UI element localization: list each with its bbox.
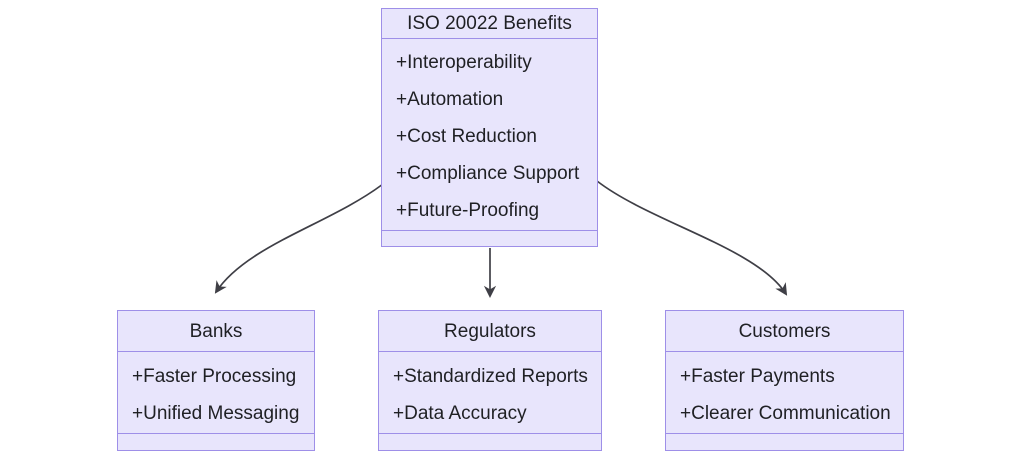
attribute-item: +Automation [396, 89, 504, 110]
attribute-item: +Future-Proofing [396, 200, 540, 221]
class-node-methods [382, 231, 597, 246]
class-node-methods [379, 434, 601, 450]
attribute-item: +Clearer Communication [680, 403, 891, 424]
class-node-attributes: +Faster Processing +Unified Messaging [118, 352, 314, 434]
class-node-attributes: +Interoperability +Automation +Cost Redu… [382, 39, 597, 231]
class-node-attributes: +Faster Payments +Clearer Communication [666, 352, 903, 434]
edge-root-to-customers [596, 180, 788, 296]
attribute-item: +Faster Payments [680, 366, 835, 387]
class-node-title: Banks [118, 311, 314, 352]
class-node-banks[interactable]: Banks +Faster Processing +Unified Messag… [117, 310, 315, 451]
class-node-methods [118, 434, 314, 450]
class-node-title: Regulators [379, 311, 601, 352]
class-node-methods [666, 434, 903, 450]
class-node-regulators[interactable]: Regulators +Standardized Reports +Data A… [378, 310, 602, 451]
attribute-item: +Interoperability [396, 52, 532, 73]
attribute-item: +Unified Messaging [132, 403, 300, 424]
class-node-title: Customers [666, 311, 903, 352]
attribute-item: +Faster Processing [132, 366, 297, 387]
class-node-iso-20022-benefits[interactable]: ISO 20022 Benefits +Interoperability +Au… [381, 8, 598, 247]
attribute-item: +Compliance Support [396, 163, 580, 184]
attribute-item: +Standardized Reports [393, 366, 588, 387]
class-node-title: ISO 20022 Benefits [382, 9, 597, 39]
class-node-attributes: +Standardized Reports +Data Accuracy [379, 352, 601, 434]
class-node-customers[interactable]: Customers +Faster Payments +Clearer Comm… [665, 310, 904, 451]
attribute-item: +Data Accuracy [393, 403, 527, 424]
edge-root-to-banks [214, 183, 384, 294]
attribute-item: +Cost Reduction [396, 126, 537, 147]
